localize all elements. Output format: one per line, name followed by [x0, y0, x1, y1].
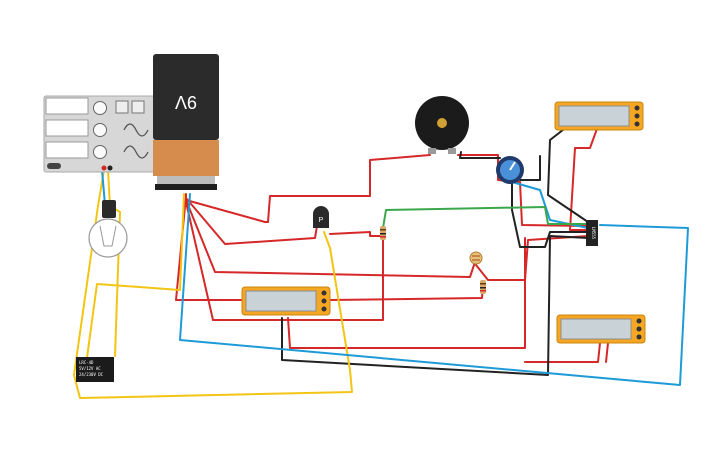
wire-red: [329, 231, 384, 237]
terminal-black[interactable]: [107, 165, 113, 171]
wire-black: [519, 155, 541, 181]
wire-red: [524, 342, 601, 363]
wire-black: [547, 125, 589, 223]
wire-black: [511, 181, 589, 248]
relay-line3: 24/230V DC: [79, 372, 104, 377]
buzzer[interactable]: [415, 96, 469, 154]
wire-red: [185, 201, 384, 321]
multimeter-middle[interactable]: [241, 286, 331, 316]
wire-red: [569, 125, 599, 231]
resistor[interactable]: [380, 226, 386, 240]
battery-9v[interactable]: 9V: [153, 54, 219, 190]
wire-red: [287, 237, 526, 349]
wire-yellow: [107, 169, 121, 357]
sine-wave-icon: [123, 123, 149, 137]
ic-label: LM555: [591, 227, 596, 240]
wire-red: [605, 342, 609, 363]
wire-black: [281, 235, 589, 376]
transistor[interactable]: P: [313, 206, 329, 228]
battery-label: 9V: [175, 92, 197, 112]
relay-line2: 5V/12V AC: [79, 366, 101, 371]
resistor[interactable]: [480, 280, 486, 294]
wire-blue: [101, 169, 106, 206]
wave-square-icon[interactable]: [131, 100, 145, 114]
wire-red: [475, 235, 589, 281]
wire-red: [185, 199, 476, 278]
knob-icon[interactable]: [93, 101, 107, 115]
light-bulb[interactable]: [88, 200, 128, 258]
wire-green: [382, 206, 589, 229]
knob-icon[interactable]: [93, 123, 107, 137]
sine-wave-icon: [123, 145, 149, 159]
wire-yellow: [85, 193, 185, 366]
ic-chip[interactable]: LM555: [586, 220, 598, 246]
photoresistor[interactable]: [469, 251, 483, 265]
wire-red: [185, 154, 431, 223]
potentiometer[interactable]: [496, 156, 524, 184]
wire-red: [185, 197, 319, 245]
terminal-red[interactable]: [101, 165, 107, 171]
wire-blue: [511, 181, 589, 229]
knob-icon[interactable]: [93, 145, 107, 159]
wire-red: [329, 281, 484, 301]
relay-line1: LRC-4D: [79, 360, 94, 365]
power-supply[interactable]: [43, 95, 163, 173]
wave-square-icon[interactable]: [115, 100, 129, 114]
transistor-label: P: [319, 217, 324, 224]
power-switch[interactable]: [47, 163, 61, 169]
wire-black: [459, 151, 501, 159]
multimeter-top-right[interactable]: [554, 101, 644, 131]
relay[interactable]: LRC-4D 5V/12V AC 24/230V DC: [76, 357, 114, 382]
wire-blue: [179, 193, 689, 386]
multimeter-bottom-right[interactable]: [556, 314, 646, 344]
